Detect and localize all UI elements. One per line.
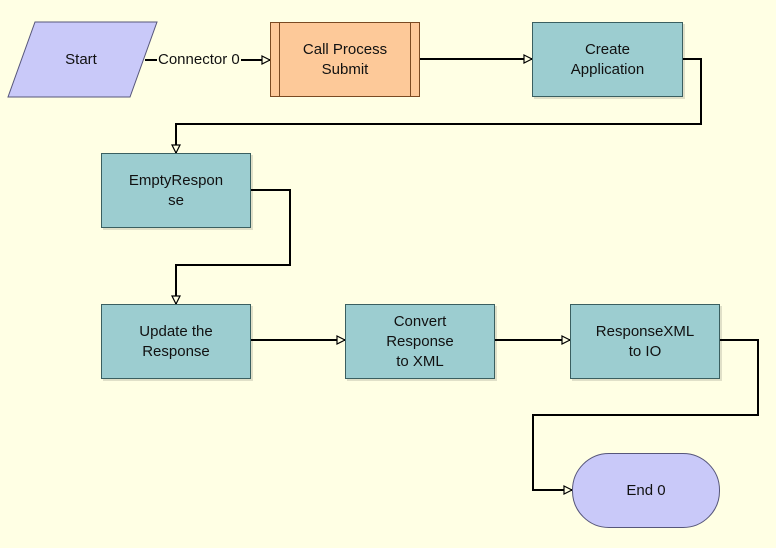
convert-response-to-xml-label: Convert Response to XML bbox=[386, 312, 454, 370]
convert-response-to-xml-node[interactable]: Convert Response to XML bbox=[345, 304, 495, 379]
update-the-response-label: Update the Response bbox=[139, 322, 213, 360]
call-process-submit-label: Call Process Submit bbox=[302, 40, 388, 78]
end-0-label: End 0 bbox=[626, 481, 666, 499]
start-shape[interactable] bbox=[7, 21, 158, 98]
response-xml-to-io-node[interactable]: ResponseXML to IO bbox=[570, 304, 720, 379]
connector-0-label[interactable]: Connector 0 bbox=[157, 51, 241, 69]
response-xml-to-io-label: ResponseXML to IO bbox=[595, 322, 695, 360]
connector-create-application-to-empty-response[interactable] bbox=[176, 58, 702, 153]
empty-response-label: EmptyRespon se bbox=[128, 171, 224, 209]
create-application-node[interactable]: Create Application bbox=[532, 22, 683, 97]
end-0-node[interactable]: End 0 bbox=[572, 453, 720, 528]
start-node[interactable]: Start bbox=[30, 22, 132, 97]
call-process-submit-node[interactable]: Call Process Submit bbox=[270, 22, 420, 97]
create-application-label: Create Application bbox=[570, 40, 645, 78]
connector-empty-response-to-update-response[interactable] bbox=[176, 189, 291, 304]
connector-response-xml-io-to-end[interactable] bbox=[532, 339, 759, 490]
start-label: Start bbox=[65, 50, 97, 68]
empty-response-node[interactable]: EmptyRespon se bbox=[101, 153, 251, 228]
update-the-response-node[interactable]: Update the Response bbox=[101, 304, 251, 379]
